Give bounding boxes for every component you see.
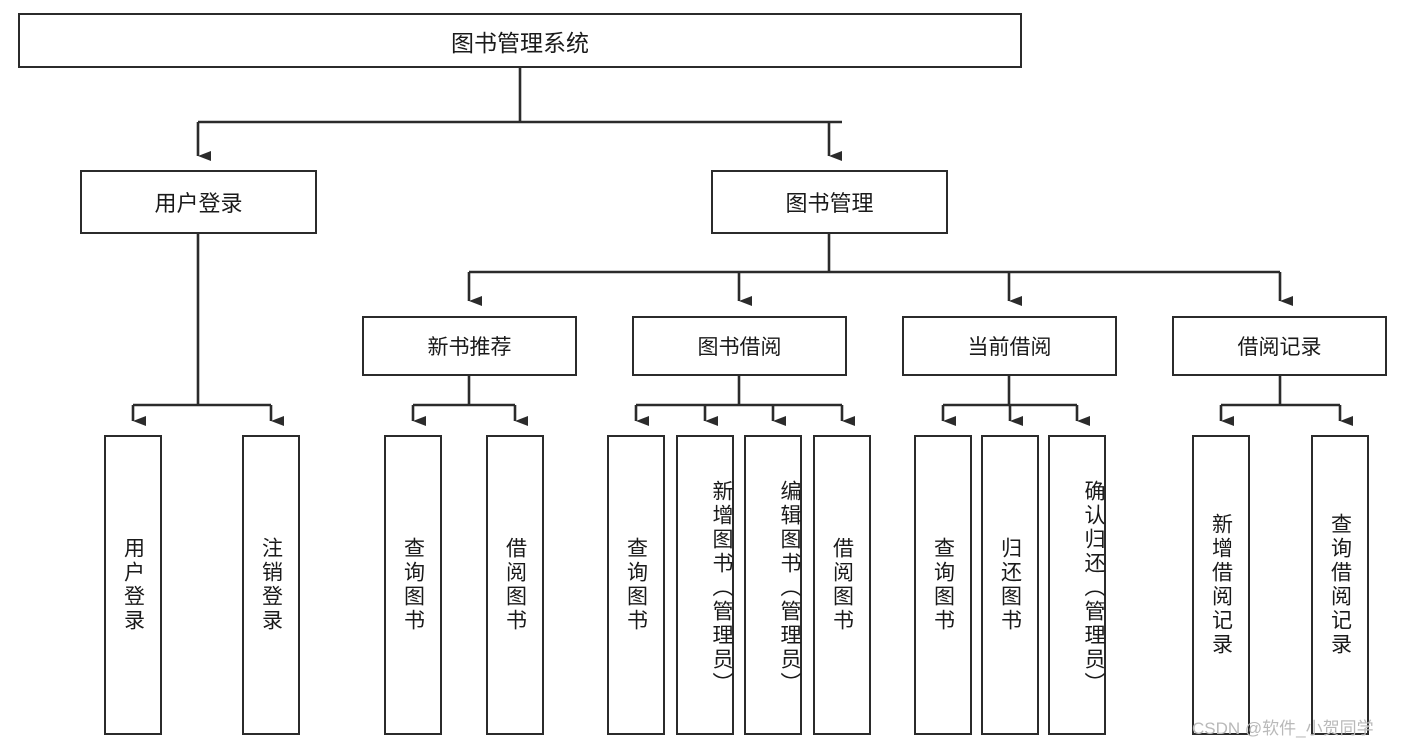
leaf-borrow-book[interactable]: 借阅图书 (813, 435, 871, 735)
leaf-add-book[interactable]: 新增图书（管理员） (676, 435, 734, 735)
leaf-add-borrow-record[interactable]: 新增借阅记录 (1192, 435, 1250, 735)
leaf-query-book-recommend[interactable]: 查询图书 (384, 435, 442, 735)
node-label: 用户登录 (154, 191, 243, 216)
leaf-edit-book[interactable]: 编辑图书（管理员） (744, 435, 802, 735)
csdn-watermark: CSDN @软件_小贺同学 (1192, 719, 1374, 738)
node-label: 新书推荐 (427, 336, 512, 359)
node-label: 借阅记录 (1237, 336, 1322, 359)
leaf-query-book-borrow[interactable]: 查询图书 (607, 435, 665, 735)
node-label: 用户登录 (121, 537, 145, 633)
node-label: 新增图书（管理员） (710, 480, 733, 696)
leaf-query-book-current[interactable]: 查询图书 (914, 435, 972, 735)
node-book-borrow[interactable]: 图书借阅 (632, 316, 847, 376)
node-label: 查询图书 (624, 537, 648, 633)
node-label: 当前借阅 (967, 336, 1052, 359)
leaf-borrow-book-recommend[interactable]: 借阅图书 (486, 435, 544, 735)
node-label: 查询借阅记录 (1328, 513, 1352, 657)
node-label: 归还图书 (998, 537, 1022, 633)
leaf-return-book[interactable]: 归还图书 (981, 435, 1039, 735)
leaf-query-borrow-record[interactable]: 查询借阅记录 (1311, 435, 1369, 735)
leaf-logout[interactable]: 注销登录 (242, 435, 300, 735)
leaf-user-login[interactable]: 用户登录 (104, 435, 162, 735)
node-current-borrow[interactable]: 当前借阅 (902, 316, 1117, 376)
node-label: 借阅图书 (503, 537, 527, 633)
leaf-confirm-return[interactable]: 确认归还（管理员） (1048, 435, 1106, 735)
node-label: 查询图书 (931, 537, 955, 633)
node-label: 图书借阅 (697, 336, 782, 359)
node-label: 编辑图书（管理员） (778, 480, 801, 696)
node-new-book-recommend[interactable]: 新书推荐 (362, 316, 577, 376)
node-label: 查询图书 (401, 537, 425, 633)
node-borrow-record[interactable]: 借阅记录 (1172, 316, 1387, 376)
node-label: 新增借阅记录 (1209, 513, 1233, 657)
node-label: 图书管理系统 (451, 29, 589, 56)
node-label: 借阅图书 (830, 537, 854, 633)
node-root-system[interactable]: 图书管理系统 (18, 13, 1022, 68)
node-user-login[interactable]: 用户登录 (80, 170, 317, 234)
node-label: 注销登录 (259, 537, 283, 633)
node-label: 图书管理 (785, 191, 874, 216)
node-book-manage[interactable]: 图书管理 (711, 170, 948, 234)
node-label: 确认归还（管理员） (1082, 480, 1105, 696)
